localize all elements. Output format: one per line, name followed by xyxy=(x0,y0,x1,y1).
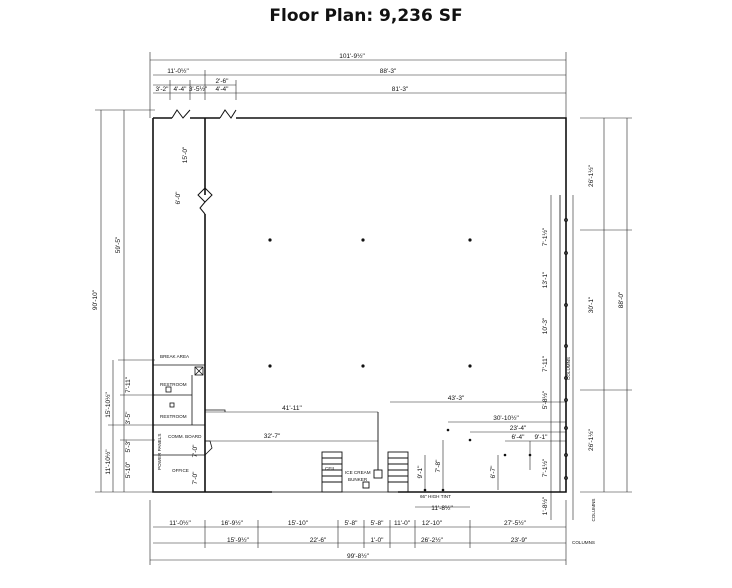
dim-right-top: 26'-1½" xyxy=(587,164,595,187)
label-break-area: BREAK AREA xyxy=(160,354,190,359)
dim-inner-30: 30'-10½" xyxy=(493,414,519,422)
dim-bot1-b: 16'-9½" xyxy=(221,519,244,527)
dim-inner-9: 9'-1" xyxy=(535,434,549,441)
dim-col-e: 5'-8½" xyxy=(541,390,549,409)
dim-top-small-e: 4'-4" xyxy=(216,86,230,93)
dim-col-a: 7'-1½" xyxy=(541,227,549,246)
label-restroom-2: RESTROOM xyxy=(160,414,187,419)
dim-bot2-c: 1'-0" xyxy=(371,537,385,544)
dim-bot2-a: 15'-9½" xyxy=(227,536,250,544)
label-columns-bottom: COLUMNS xyxy=(572,540,595,545)
dim-right-mid: 30'-1" xyxy=(588,296,595,313)
dim-wall-7b: 7'-0" xyxy=(192,471,199,485)
dim-top-left-bay: 11'-0½" xyxy=(167,67,189,75)
dim-inner-43: 43'-3" xyxy=(448,395,465,402)
label-bunker: BUNKER xyxy=(348,477,368,482)
dim-col-b: 13'-1" xyxy=(542,271,549,288)
dim-bot2-e: 23'-9" xyxy=(511,537,528,544)
label-power-panels: POWER PANELS xyxy=(157,434,162,470)
dim-col-d: 7'-11" xyxy=(542,355,549,372)
dim-wall-7a: 7'-0" xyxy=(192,444,199,458)
label-columns-side: COLUMNS xyxy=(566,357,571,380)
dim-left-rr-a: 7'-11" xyxy=(125,376,132,393)
dim-right-overall: 88'-0" xyxy=(618,291,625,308)
dim-left-rr-b: 3'-5" xyxy=(125,411,132,425)
entry-notches xyxy=(171,109,237,119)
dim-col-c: 10'-3" xyxy=(542,317,549,334)
dim-left-rr-d: 5'-3" xyxy=(125,439,132,453)
dim-left-overall: 90'-10" xyxy=(92,289,99,310)
dim-col-f: 7'-1½" xyxy=(541,458,549,477)
wall-jog xyxy=(197,187,213,215)
dim-bot1-c: 15'-10" xyxy=(288,520,309,527)
dim-right-low: 26'-1½" xyxy=(587,428,595,451)
room-labels: BREAK AREA RESTROOM RESTROOM COMM. BOARD… xyxy=(157,354,596,545)
dim-bottom-overall: 99'-8½" xyxy=(347,552,370,560)
dim-top-overall: 101'-9½" xyxy=(339,52,365,60)
dim-bot1-f: 11'-0" xyxy=(394,520,411,527)
right-wall-columns xyxy=(559,195,568,492)
interior-columns xyxy=(268,238,532,492)
dim-bot2-b: 22'-6" xyxy=(310,537,327,544)
label-ceiling: CEIL xyxy=(325,466,336,471)
label-comm-board: COMM. BOARD xyxy=(168,434,202,439)
dim-left-upper: 59'-5" xyxy=(115,236,122,253)
plan-title: Floor Plan: 9,236 SF xyxy=(269,6,463,26)
dim-top-small-a: 3'-2" xyxy=(156,86,170,93)
label-high-tint: 66" HIGH TINT xyxy=(420,494,451,499)
dim-bot1-e: 5'-8" xyxy=(371,520,385,527)
exterior-walls xyxy=(152,117,567,493)
dim-bot1-g: 12'-10" xyxy=(422,520,443,527)
label-office: OFFICE xyxy=(172,468,189,473)
dim-inner-23: 23'-4" xyxy=(510,425,527,432)
dim-inner-11: 11'-8½" xyxy=(431,504,453,512)
support-rooms xyxy=(153,364,226,456)
dim-top-right-span: 88'-3" xyxy=(380,68,397,75)
dim-top-small-c: 3'-5½" xyxy=(189,85,208,93)
dim-left-lower-a: 15'-10½" xyxy=(104,392,112,418)
dim-bot2-d: 26'-2½" xyxy=(421,536,444,544)
dim-left-lower-b: 11'-10½" xyxy=(104,449,112,475)
dim-inner-32: 32'-7" xyxy=(264,433,281,440)
dim-bot1-h: 27'-5½" xyxy=(504,519,527,527)
dim-bot1-d: 5'-8" xyxy=(345,520,359,527)
dim-col-g: 1'-8½" xyxy=(541,496,549,515)
dim-inner-6b: 6'-7" xyxy=(490,465,497,479)
dim-inner-9b: 9'-1" xyxy=(417,465,424,479)
ice-cream-bunker xyxy=(272,412,409,493)
dim-bot1-a: 11'-0½" xyxy=(169,519,191,527)
dim-left-rr-c: 5'-10" xyxy=(125,461,132,478)
label-ice-cream: ICE CREAM xyxy=(345,470,371,475)
dim-wall-6: 6'-0" xyxy=(175,191,182,205)
dimension-lines xyxy=(95,52,632,565)
dim-top-small-b: 4'-4" xyxy=(174,86,188,93)
dim-inner-41: 41'-11" xyxy=(282,405,302,412)
label-columns-right: COLUMNS xyxy=(591,499,596,522)
dim-wall-15: 15'-0" xyxy=(182,146,189,163)
dim-inner-7: 7'-8" xyxy=(435,459,442,473)
dim-top-inner: 81'-3" xyxy=(392,86,409,93)
label-restroom-1: RESTROOM xyxy=(160,382,187,387)
dimension-labels: 101'-9½" 11'-0½" 88'-3" 3'-2" 4'-4" 3'-5… xyxy=(92,52,625,560)
dim-top-small-d: 2'-6" xyxy=(216,78,230,85)
dim-inner-6: 6'-4" xyxy=(512,434,526,441)
